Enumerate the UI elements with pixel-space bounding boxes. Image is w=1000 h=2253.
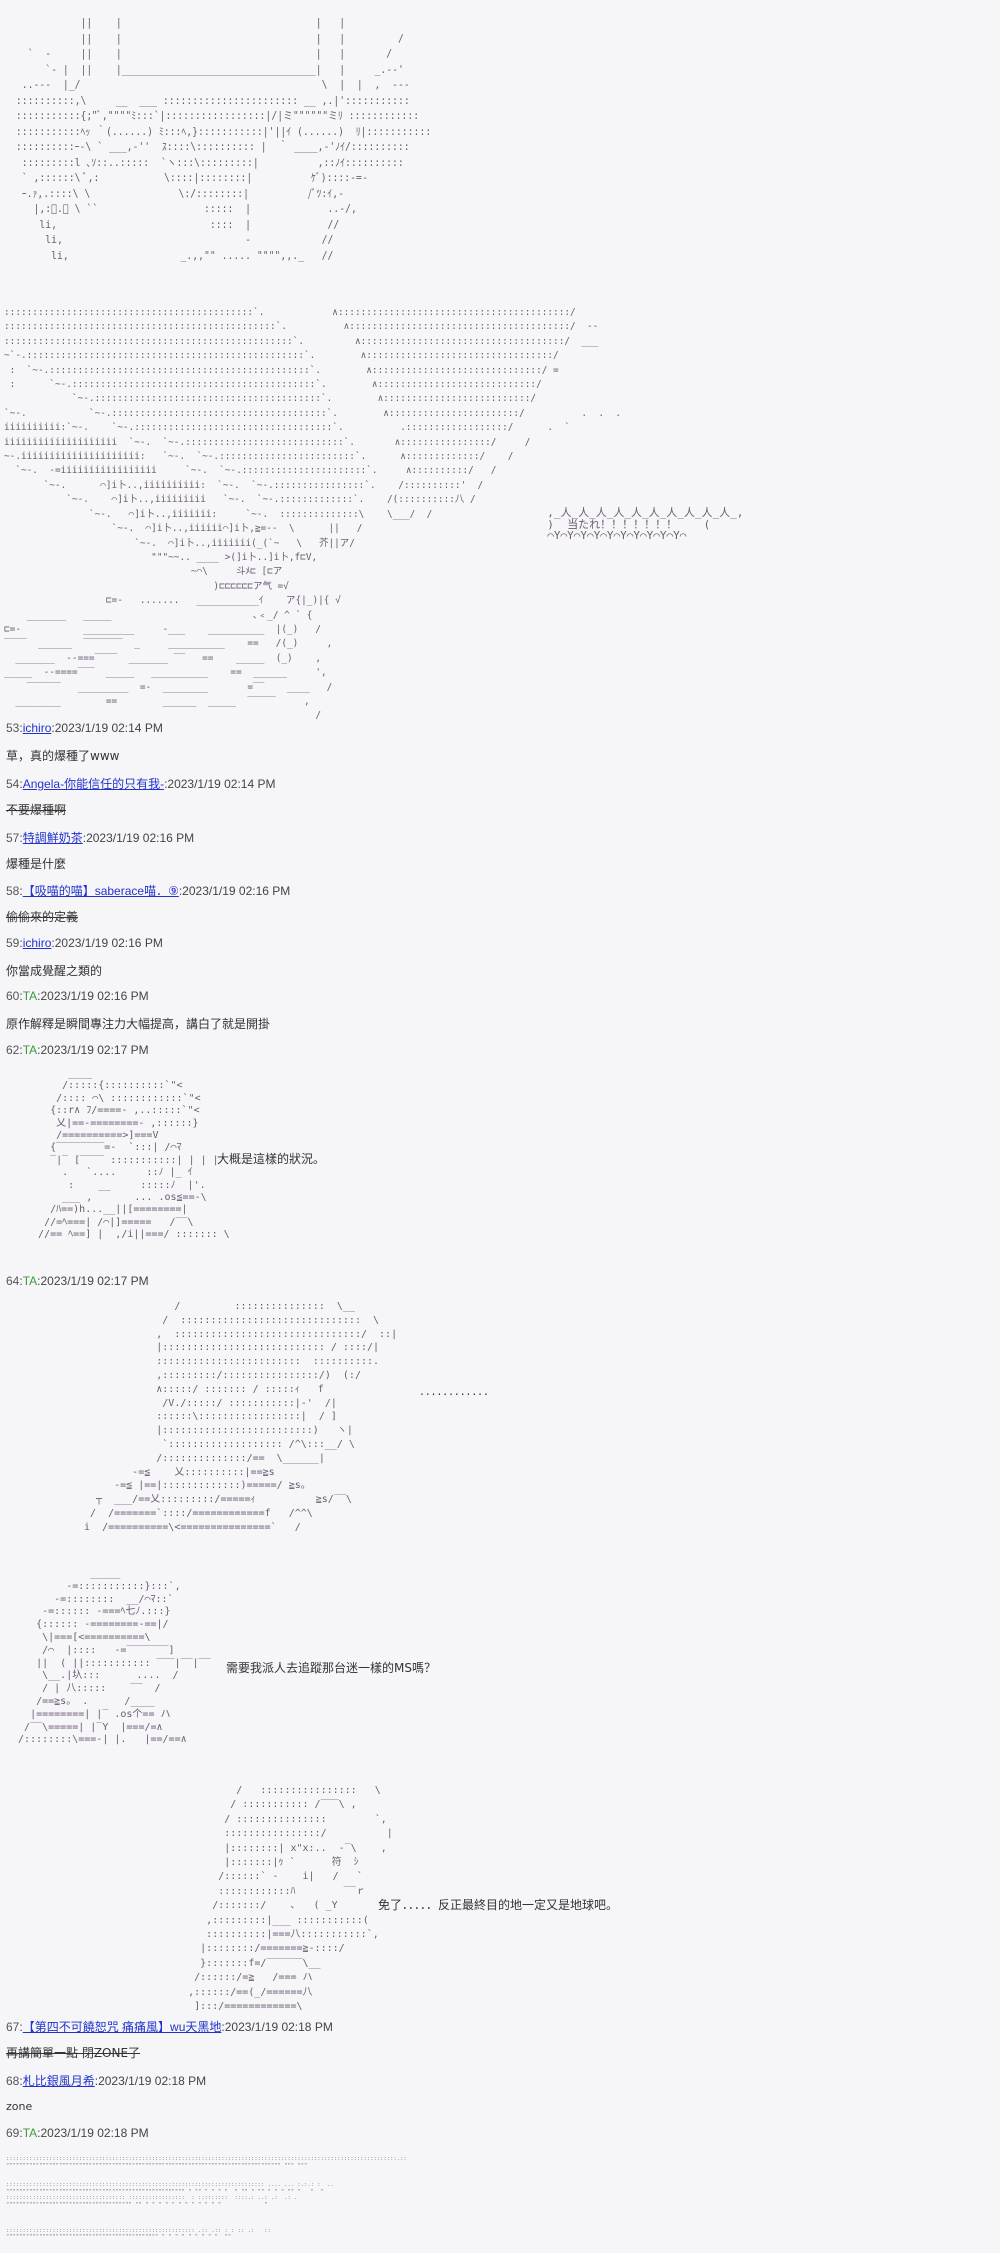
aa-art-explosion: ::::::::::::::::::::::::::::::::::::::::… — [4, 307, 621, 722]
post-number: 54 — [6, 777, 20, 791]
separator: : — [19, 777, 23, 791]
post-username-link[interactable]: ichiro — [22, 721, 52, 735]
post-header: 64:TA:2023/1/19 02:17 PM — [6, 1274, 149, 1288]
separator: : — [19, 989, 23, 1003]
separator: : — [19, 1274, 23, 1288]
post-header: 67:【第四不可饒恕咒 痛痛風】wu天黑地:2023/1/19 02:18 PM — [6, 2018, 333, 2035]
separator: : — [19, 721, 23, 735]
post-timestamp: 2023/1/19 02:14 PM — [167, 777, 276, 791]
post-timestamp: 2023/1/19 02:16 PM — [40, 989, 149, 1003]
separator: : — [37, 2126, 41, 2140]
post-author-name: TA — [22, 2126, 38, 2140]
post-number: 69 — [6, 2126, 20, 2140]
post-number: 53 — [6, 721, 20, 735]
post-timestamp: 2023/1/19 02:18 PM — [224, 2020, 333, 2034]
separator: : — [37, 989, 41, 1003]
separator: : — [94, 2074, 99, 2088]
aa-art-character-d: / :::::::::::::::: \ / ::::::::::: /‾‾‾\… — [188, 1785, 393, 2013]
post-header: 57:特調鮮奶茶:2023/1/19 02:16 PM — [6, 829, 194, 846]
separator: : — [82, 831, 87, 845]
separator: : — [178, 884, 183, 898]
aa-art-character-c: _____ -=:::::::::::}:::`, -=:::::::: __/… — [18, 1568, 211, 1746]
post-timestamp: 2023/1/19 02:14 PM — [54, 721, 163, 735]
post-header: 60:TA:2023/1/19 02:16 PM — [6, 989, 149, 1003]
post-username-link[interactable]: ichiro — [22, 936, 52, 950]
post-header: 59:ichiro:2023/1/19 02:16 PM — [6, 936, 163, 950]
post-number: 64 — [6, 1274, 20, 1288]
post-header: 58:【吸喵的喵】saberace喵．⑨:2023/1/19 02:16 PM — [6, 882, 290, 899]
aa-dialogue-text: 大概是這樣的狀況。 — [217, 1152, 326, 1166]
post-username-link[interactable]: 【吸喵的喵】saberace喵．⑨ — [22, 884, 179, 898]
post-timestamp: 2023/1/19 02:17 PM — [40, 1274, 149, 1288]
post-username-link[interactable]: 特調鮮奶茶 — [22, 831, 83, 845]
post-number: 60 — [6, 989, 20, 1003]
post-author-name: TA — [22, 1274, 38, 1288]
post-username-link[interactable]: 【第四不可饒恕咒 痛痛風】wu天黑地 — [22, 2020, 222, 2034]
post-body: 你當成覺醒之類的 — [6, 964, 103, 978]
post-body: 草，真的爆種了www — [6, 749, 120, 763]
aa-dialogue-text: 需要我派人去追蹤那台迷一樣的MS嗎？ — [226, 1661, 436, 1675]
post-timestamp: 2023/1/19 02:16 PM — [86, 831, 195, 845]
post-author-name: TA — [22, 1043, 38, 1057]
post-header: 62:TA:2023/1/19 02:17 PM — [6, 1043, 149, 1057]
aa-speech-bubble: ,_人_人_人_人_人_人_人_人_人_人_, ) 当たれ！！！！！！！ ( ⌒… — [547, 506, 744, 543]
separator: : — [19, 936, 23, 950]
post-author-name: TA — [22, 989, 38, 1003]
separator: : — [19, 2020, 23, 2034]
post-timestamp: 2023/1/19 02:16 PM — [182, 884, 291, 898]
aa-art-final: ::::::::::::::::::::::::::::::::::::::::… — [6, 2156, 407, 2240]
post-body: 偷偷來的定義 — [6, 910, 79, 924]
post-username-link[interactable]: 札比銀風月希 — [22, 2074, 95, 2088]
post-timestamp: 2023/1/19 02:18 PM — [98, 2074, 207, 2088]
post-number: 68 — [6, 2074, 20, 2088]
separator: : — [221, 2020, 225, 2034]
aa-dialogue-text: ............ — [420, 1384, 490, 1398]
post-number: 59 — [6, 936, 20, 950]
post-body: 原作解釋是瞬間專注力大幅提高，講白了就是開掛 — [6, 1017, 271, 1031]
post-body: zone — [6, 2100, 33, 2113]
post-number: 57 — [6, 831, 20, 845]
post-body: 爆種是什麼 — [6, 857, 67, 871]
separator: : — [37, 1274, 41, 1288]
separator: : — [51, 936, 55, 950]
separator: : — [19, 2074, 23, 2088]
separator: : — [19, 1043, 23, 1057]
aa-art-face-closeup: || | | | || | | | / ` - || | | | / `- | … — [15, 17, 432, 262]
aa-art-character-b: / ::::::::::::::: \__ / ::::::::::::::::… — [84, 1301, 398, 1533]
post-number: 58 — [6, 884, 20, 898]
aa-art-character-a: ____ /:::::{::::::::::`"< /:::: ⌒\ :::::… — [38, 1068, 230, 1241]
post-timestamp: 2023/1/19 02:17 PM — [40, 1043, 149, 1057]
post-timestamp: 2023/1/19 02:16 PM — [54, 936, 163, 950]
aa-dialogue-text: 免了．．．．．反正最終目的地一定又是地球吧。 — [378, 1898, 619, 1912]
post-header: 68:札比銀風月希:2023/1/19 02:18 PM — [6, 2072, 206, 2089]
post-timestamp: 2023/1/19 02:18 PM — [40, 2126, 149, 2140]
separator: : — [164, 777, 168, 791]
post-number: 67 — [6, 2020, 20, 2034]
post-header: 54:Angela-你能信任的只有我-:2023/1/19 02:14 PM — [6, 775, 276, 792]
post-body: 再講簡單一點 閉ZONE了 — [6, 2046, 141, 2060]
separator: : — [37, 1043, 41, 1057]
post-header: 69:TA:2023/1/19 02:18 PM — [6, 2126, 149, 2140]
post-body: 不要爆種啊 — [6, 803, 67, 817]
post-header: 53:ichiro:2023/1/19 02:14 PM — [6, 721, 163, 735]
separator: : — [51, 721, 55, 735]
separator: : — [19, 2126, 23, 2140]
post-number: 62 — [6, 1043, 20, 1057]
separator: : — [19, 884, 23, 898]
post-username-link[interactable]: Angela-你能信任的只有我- — [22, 777, 165, 791]
separator: : — [19, 831, 23, 845]
